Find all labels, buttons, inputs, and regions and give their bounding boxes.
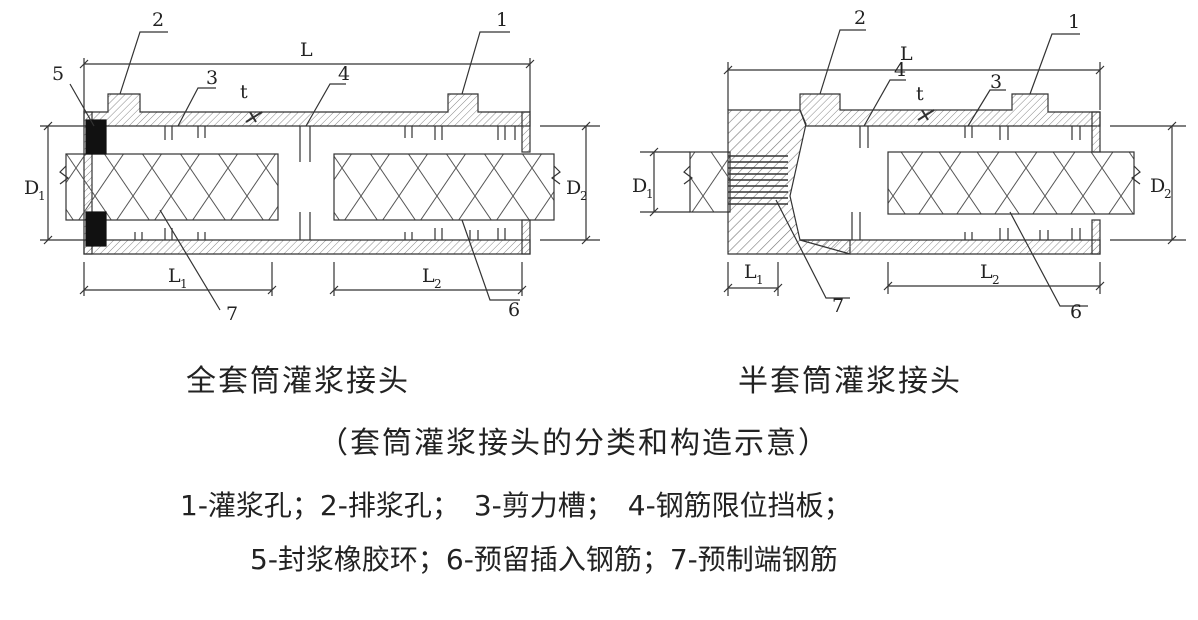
dim-L2 [329, 262, 527, 296]
svg-text:1: 1 [756, 273, 764, 287]
dim-L1 [723, 262, 783, 296]
half-sleeve-caption: 半套筒灌浆接头 [738, 364, 962, 399]
label-7: 7 [226, 303, 238, 325]
label-L1: L [168, 265, 181, 287]
label-1: 1 [496, 9, 508, 31]
dim-L1 [79, 262, 277, 296]
threaded-end-block [727, 109, 851, 255]
svg-text:1: 1 [180, 277, 188, 291]
rebar-stopper [299, 126, 311, 240]
dim-L [723, 62, 1105, 110]
label-D1: D [632, 175, 647, 197]
thread-lines [728, 155, 788, 205]
precast-rebar [689, 151, 731, 213]
sleeve-bottom-wall [799, 239, 1101, 255]
dim-D2 [540, 121, 600, 245]
sleeve-top-wall [83, 93, 531, 127]
label-6: 6 [508, 299, 520, 321]
svg-text:1: 1 [38, 189, 46, 203]
label-4: 4 [894, 59, 906, 81]
label-1: 1 [1068, 11, 1080, 33]
shear-grooves-top [859, 126, 1081, 148]
label-5: 5 [52, 63, 64, 85]
rubber-ring-top [85, 119, 107, 155]
label-L2: L [980, 261, 993, 283]
half-sleeve-labels: 2 1 3 4 6 7 L t D 1 D 2 L 1 L 2 [632, 7, 1172, 323]
sleeve-right-end [521, 111, 531, 153]
label-L2: L [422, 265, 435, 287]
half-sleeve-diagram [640, 29, 1186, 307]
full-sleeve-diagram [40, 31, 600, 311]
label-2: 2 [854, 7, 866, 29]
inserted-rebar [887, 151, 1135, 215]
label-3: 3 [206, 67, 218, 89]
precast-rebar [65, 153, 279, 221]
label-D2: D [566, 177, 581, 199]
legend-line-1: 1-灌浆孔；2-排浆孔； 3-剪力槽； 4-钢筋限位挡板； [180, 489, 852, 522]
label-t: t [240, 81, 248, 103]
label-L: L [900, 43, 913, 65]
inserted-rebar [333, 153, 555, 221]
shear-grooves-bottom [134, 228, 506, 240]
dim-L2 [883, 262, 1105, 294]
sleeve-bottom-wall [83, 239, 531, 255]
label-4: 4 [338, 63, 350, 85]
full-sleeve-caption: 全套筒灌浆接头 [186, 364, 410, 399]
label-6: 6 [1070, 301, 1082, 323]
dim-D1 [40, 121, 84, 245]
svg-text:2: 2 [992, 273, 1000, 287]
label-7: 7 [832, 295, 844, 317]
sleeve-top-wall [799, 93, 1101, 127]
label-3: 3 [990, 71, 1002, 93]
legend-line-2: 5-封浆橡胶环；6-预留插入钢筋；7-预制端钢筋 [250, 543, 838, 576]
rubber-ring-bottom [85, 211, 107, 247]
svg-text:1: 1 [646, 187, 654, 201]
full-sleeve-labels: 2 1 3 4 5 6 7 L t D 1 D 2 L 1 L 2 [24, 9, 588, 325]
figure-caption: （套筒灌浆接头的分类和构造示意） [318, 426, 830, 461]
shear-grooves-bottom [851, 212, 1081, 240]
dim-L [79, 58, 535, 112]
label-D1: D [24, 177, 39, 199]
label-L1: L [744, 261, 757, 283]
svg-text:2: 2 [434, 277, 442, 291]
svg-text:2: 2 [580, 189, 588, 203]
label-L: L [300, 39, 313, 61]
dim-D2 [1110, 121, 1186, 245]
shear-grooves-top [164, 126, 516, 140]
svg-text:2: 2 [1164, 187, 1172, 201]
label-2: 2 [152, 9, 164, 31]
splice-diagram: 2 1 3 4 5 6 7 L t D 1 D 2 L 1 L 2 [24, 7, 1186, 325]
dim-D1 [640, 147, 690, 217]
label-t: t [916, 83, 924, 105]
label-D2: D [1150, 175, 1165, 197]
